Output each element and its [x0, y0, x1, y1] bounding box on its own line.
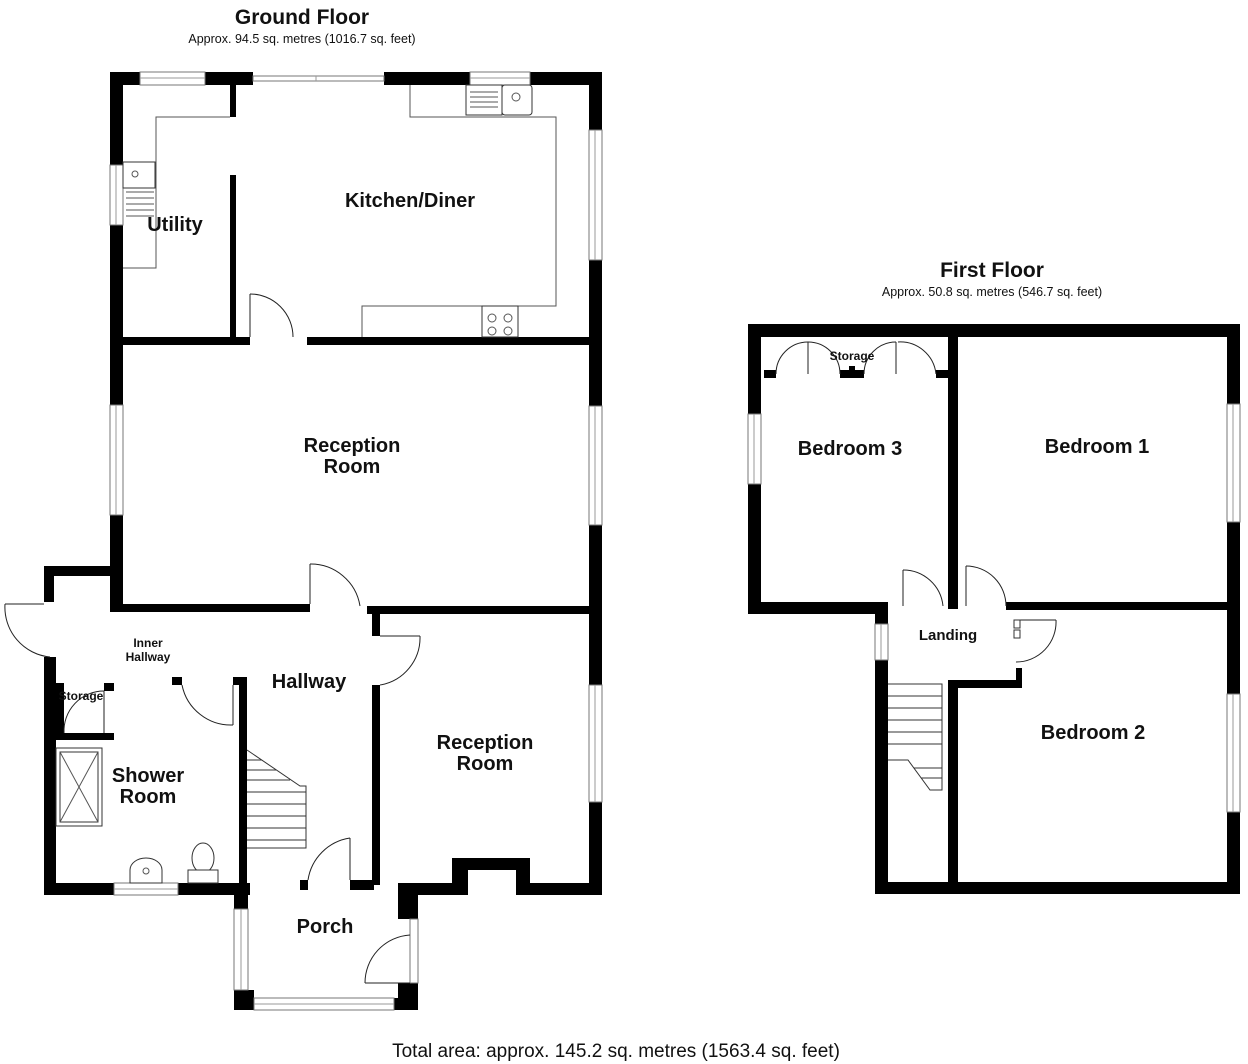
ground-floor-stairs [246, 749, 307, 849]
inner-hallway-label-2: Hallway [126, 650, 171, 664]
ground-floor-walls [44, 72, 602, 1010]
first-floor-area: Approx. 50.8 sq. metres (546.7 sq. feet) [882, 285, 1102, 299]
first-floor-walls [748, 324, 1240, 894]
reception-front-label-2: Room [457, 753, 514, 775]
first-floor-stairs [888, 683, 943, 791]
reception-main-label-2: Room [324, 456, 381, 478]
bedroom1-label: Bedroom 1 [1045, 436, 1149, 458]
shower-fixtures [55, 747, 219, 884]
shower-label-1: Shower [112, 765, 184, 787]
first-storage-label: Storage [830, 349, 875, 363]
shower-label-2: Room [120, 786, 177, 808]
reception-front-label-1: Reception [437, 732, 534, 754]
ground-floor-title: Ground Floor [235, 6, 369, 29]
inner-hallway-label-1: Inner [133, 636, 163, 650]
bedroom3-label: Bedroom 3 [798, 438, 902, 460]
ground-floor-windows [109, 71, 603, 1011]
total-area: Total area: approx. 145.2 sq. metres (15… [392, 1041, 840, 1062]
first-floor-windows [747, 403, 1241, 813]
ground-storage-label: Storage [59, 689, 104, 703]
ground-floor-doors [4, 293, 421, 984]
ground-floor-area: Approx. 94.5 sq. metres (1016.7 sq. feet… [188, 32, 415, 46]
porch-label: Porch [297, 916, 354, 938]
first-floor-title: First Floor [940, 259, 1044, 282]
landing-label: Landing [919, 627, 977, 644]
first-floor-doors [775, 341, 1057, 663]
bedroom2-label: Bedroom 2 [1041, 722, 1145, 744]
reception-main-label-1: Reception [304, 435, 401, 457]
hallway-label: Hallway [272, 671, 347, 693]
utility-label: Utility [147, 214, 203, 236]
kitchen-fittings [122, 84, 557, 338]
kitchen-label: Kitchen/Diner [345, 190, 475, 212]
